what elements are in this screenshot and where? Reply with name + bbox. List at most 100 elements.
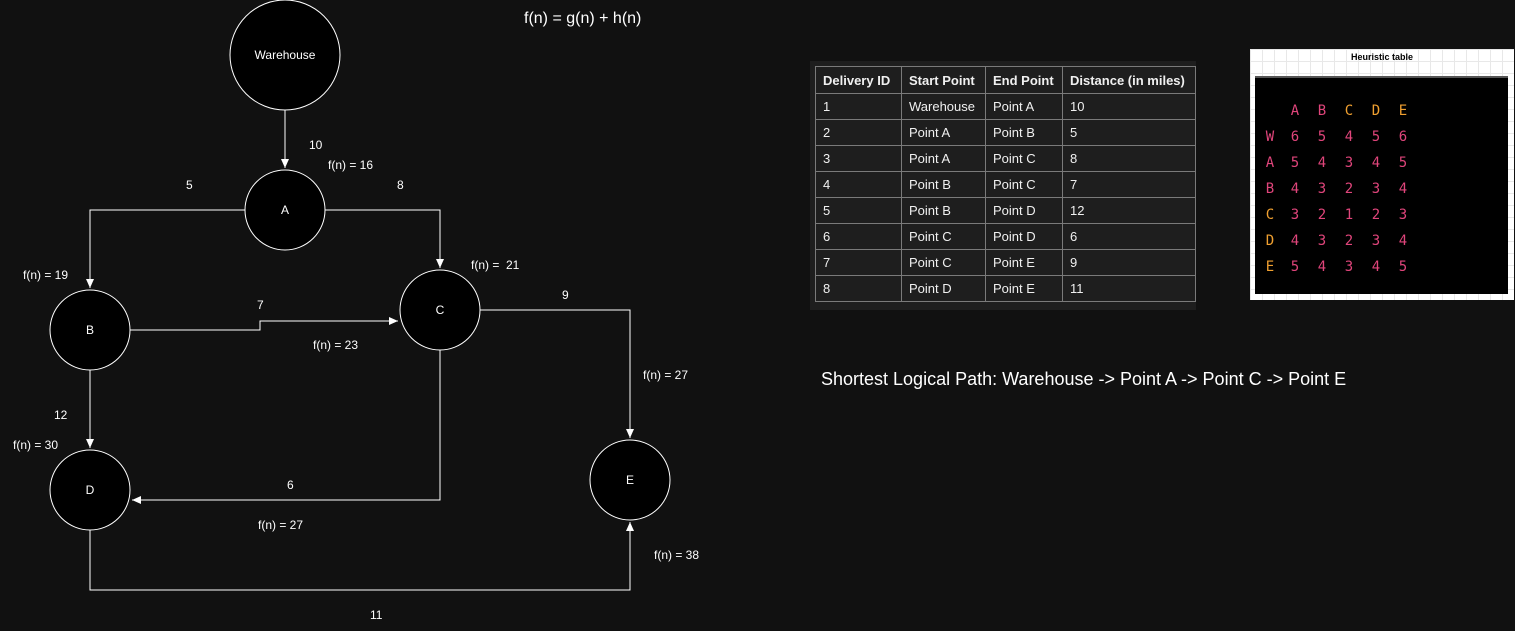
edge-b-c	[130, 317, 398, 331]
heuristic-value-cell: 4	[1398, 233, 1408, 249]
weight-a-b: 5	[186, 178, 193, 192]
delivery-table-panel: Delivery ID Start Point End Point Distan…	[810, 61, 1196, 310]
heuristic-column-header: A	[1290, 103, 1300, 119]
cell-delivery-id: 3	[815, 145, 902, 172]
weight-b-c: 7	[257, 298, 264, 312]
node-a-label: A	[281, 203, 289, 217]
heuristic-value-cell: 3	[1344, 155, 1354, 171]
cell-start-point: Warehouse	[901, 93, 986, 120]
cell-start-point: Point C	[901, 249, 986, 276]
f-label-a: f(n) = 16	[328, 158, 373, 172]
table-row: 1 Warehouse Point A 10	[815, 93, 1196, 120]
shortest-path-text: Shortest Logical Path: Warehouse -> Poin…	[821, 369, 1347, 389]
weight-c-d: 6	[287, 478, 294, 492]
table-row: 6 Point C Point D 6	[815, 223, 1196, 250]
header-end-point: End Point	[985, 66, 1063, 94]
cell-distance: 8	[1062, 145, 1196, 172]
edge-a-c	[325, 209, 444, 268]
table-header-row: Delivery ID Start Point End Point Distan…	[815, 66, 1196, 94]
heuristic-value-cell: 3	[1290, 207, 1300, 223]
f-label-de: f(n) = 38	[654, 548, 699, 562]
cell-start-point: Point C	[901, 223, 986, 250]
node-d-label: D	[86, 483, 95, 497]
delivery-table-body: 1 Warehouse Point A 10 2 Point A Point B…	[815, 93, 1196, 302]
heuristic-row-label: C	[1265, 207, 1275, 223]
heuristic-value-cell: 2	[1344, 181, 1354, 197]
heuristic-value-cell: 3	[1371, 233, 1381, 249]
cell-end-point: Point C	[985, 145, 1063, 172]
cell-delivery-id: 5	[815, 197, 902, 224]
weight-c-e: 9	[562, 288, 569, 302]
node-e-label: E	[626, 473, 634, 487]
heuristic-value-cell: 3	[1317, 181, 1327, 197]
heuristic-value-cell: 3	[1398, 207, 1408, 223]
heuristic-column-header: D	[1371, 103, 1381, 119]
heuristic-value-cell: 6	[1290, 129, 1300, 145]
header-distance: Distance (in miles)	[1062, 66, 1196, 94]
weight-d-e: 11	[370, 608, 383, 622]
heuristic-row-label: W	[1265, 129, 1275, 145]
heuristic-value-cell: 3	[1371, 181, 1381, 197]
cell-distance: 6	[1062, 223, 1196, 250]
node-c-label: C	[436, 303, 445, 317]
cell-delivery-id: 4	[815, 171, 902, 198]
node-c: C	[399, 269, 481, 351]
heuristic-value-cell: 4	[1398, 181, 1408, 197]
table-row: 7 Point C Point E 9	[815, 249, 1196, 276]
header-start-point: Start Point	[901, 66, 986, 94]
cell-end-point: Point B	[985, 119, 1063, 146]
edge-a-b	[86, 209, 245, 288]
node-d: D	[49, 449, 131, 531]
f-label-bc: f(n) = 23	[313, 338, 358, 352]
cell-delivery-id: 8	[815, 275, 902, 302]
weight-a-c: 8	[397, 178, 404, 192]
heuristic-value-cell: 4	[1317, 155, 1327, 171]
cell-end-point: Point C	[985, 171, 1063, 198]
f-label-d: f(n) = 30	[13, 438, 58, 452]
cell-start-point: Point B	[901, 171, 986, 198]
node-warehouse-label: Warehouse	[255, 48, 316, 62]
cell-distance: 5	[1062, 119, 1196, 146]
cell-start-point: Point D	[901, 275, 986, 302]
heuristic-value-cell: 4	[1371, 259, 1381, 275]
cell-start-point: Point A	[901, 119, 986, 146]
heuristic-column-header: E	[1398, 103, 1408, 119]
heuristic-value-cell: 3	[1317, 233, 1327, 249]
weight-warehouse-a: 10	[309, 138, 323, 152]
heuristic-value-cell: 1	[1344, 207, 1354, 223]
cell-end-point: Point E	[985, 275, 1063, 302]
cell-end-point: Point A	[985, 93, 1063, 120]
heuristic-value-cell: 6	[1398, 129, 1408, 145]
cell-distance: 12	[1062, 197, 1196, 224]
heuristic-value-cell: 2	[1371, 207, 1381, 223]
heuristic-value-cell: 5	[1371, 129, 1381, 145]
table-row: 8 Point D Point E 11	[815, 275, 1196, 302]
heuristic-value-cell: 5	[1290, 259, 1300, 275]
cell-start-point: Point A	[901, 145, 986, 172]
f-label-ce: f(n) = 27	[643, 368, 688, 382]
cell-end-point: Point D	[985, 223, 1063, 250]
heuristic-column-header: C	[1344, 103, 1354, 119]
heuristic-value-cell: 2	[1317, 207, 1327, 223]
cell-distance: 9	[1062, 249, 1196, 276]
cell-delivery-id: 2	[815, 119, 902, 146]
heuristic-value-cell: 4	[1317, 259, 1327, 275]
table-row: 4 Point B Point C 7	[815, 171, 1196, 198]
heuristic-value-cell: 4	[1290, 181, 1300, 197]
node-a: A	[244, 169, 326, 251]
graph-diagram: Warehouse A B C D E 10 5 8 7 12 6 9 11	[13, 0, 699, 622]
header-delivery-id: Delivery ID	[815, 66, 902, 94]
edge-c-e	[480, 309, 634, 438]
node-warehouse: Warehouse	[229, 0, 341, 111]
heuristic-table-title: Heuristic table	[1350, 52, 1414, 62]
edge-c-d	[132, 350, 441, 504]
edge-d-e	[89, 522, 634, 591]
heuristic-value-cell: 2	[1344, 233, 1354, 249]
weight-b-d: 12	[54, 408, 68, 422]
cell-delivery-id: 7	[815, 249, 902, 276]
node-b: B	[49, 289, 131, 371]
table-row: 5 Point B Point D 12	[815, 197, 1196, 224]
heuristic-row-label: B	[1265, 181, 1275, 197]
